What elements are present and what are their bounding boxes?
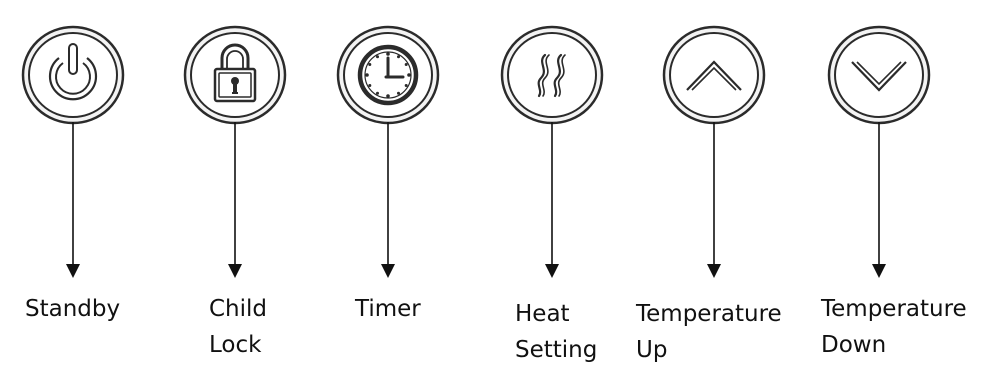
chevron-down-icon xyxy=(827,25,931,125)
temperature-up-pointer-arrow xyxy=(704,122,724,280)
clock-icon xyxy=(336,25,440,125)
temperature-up-button[interactable] xyxy=(659,20,769,130)
child-lock-button[interactable] xyxy=(180,20,290,130)
temperature-down-pointer-arrow xyxy=(869,122,889,280)
heat-setting-label: Heat Setting xyxy=(515,301,598,363)
timer-label: Timer xyxy=(355,296,421,322)
padlock-icon xyxy=(183,25,287,125)
standby-label: Standby xyxy=(25,296,121,322)
temperature-up-label: Temperature Up xyxy=(636,301,782,363)
child-lock-label: Child Lock xyxy=(209,296,268,358)
standby-pointer-arrow xyxy=(63,122,83,280)
timer-pointer-arrow xyxy=(378,122,398,280)
power-icon xyxy=(21,25,125,125)
timer-button[interactable] xyxy=(333,20,443,130)
chevron-up-icon xyxy=(662,25,766,125)
heat-setting-button[interactable] xyxy=(497,20,607,130)
child-lock-pointer-arrow xyxy=(225,122,245,280)
temperature-down-label: Temperature Down xyxy=(821,296,967,358)
standby-button[interactable] xyxy=(18,20,128,130)
heat-setting-pointer-arrow xyxy=(542,122,562,280)
heat-waves-icon xyxy=(500,25,604,125)
temperature-down-button[interactable] xyxy=(824,20,934,130)
